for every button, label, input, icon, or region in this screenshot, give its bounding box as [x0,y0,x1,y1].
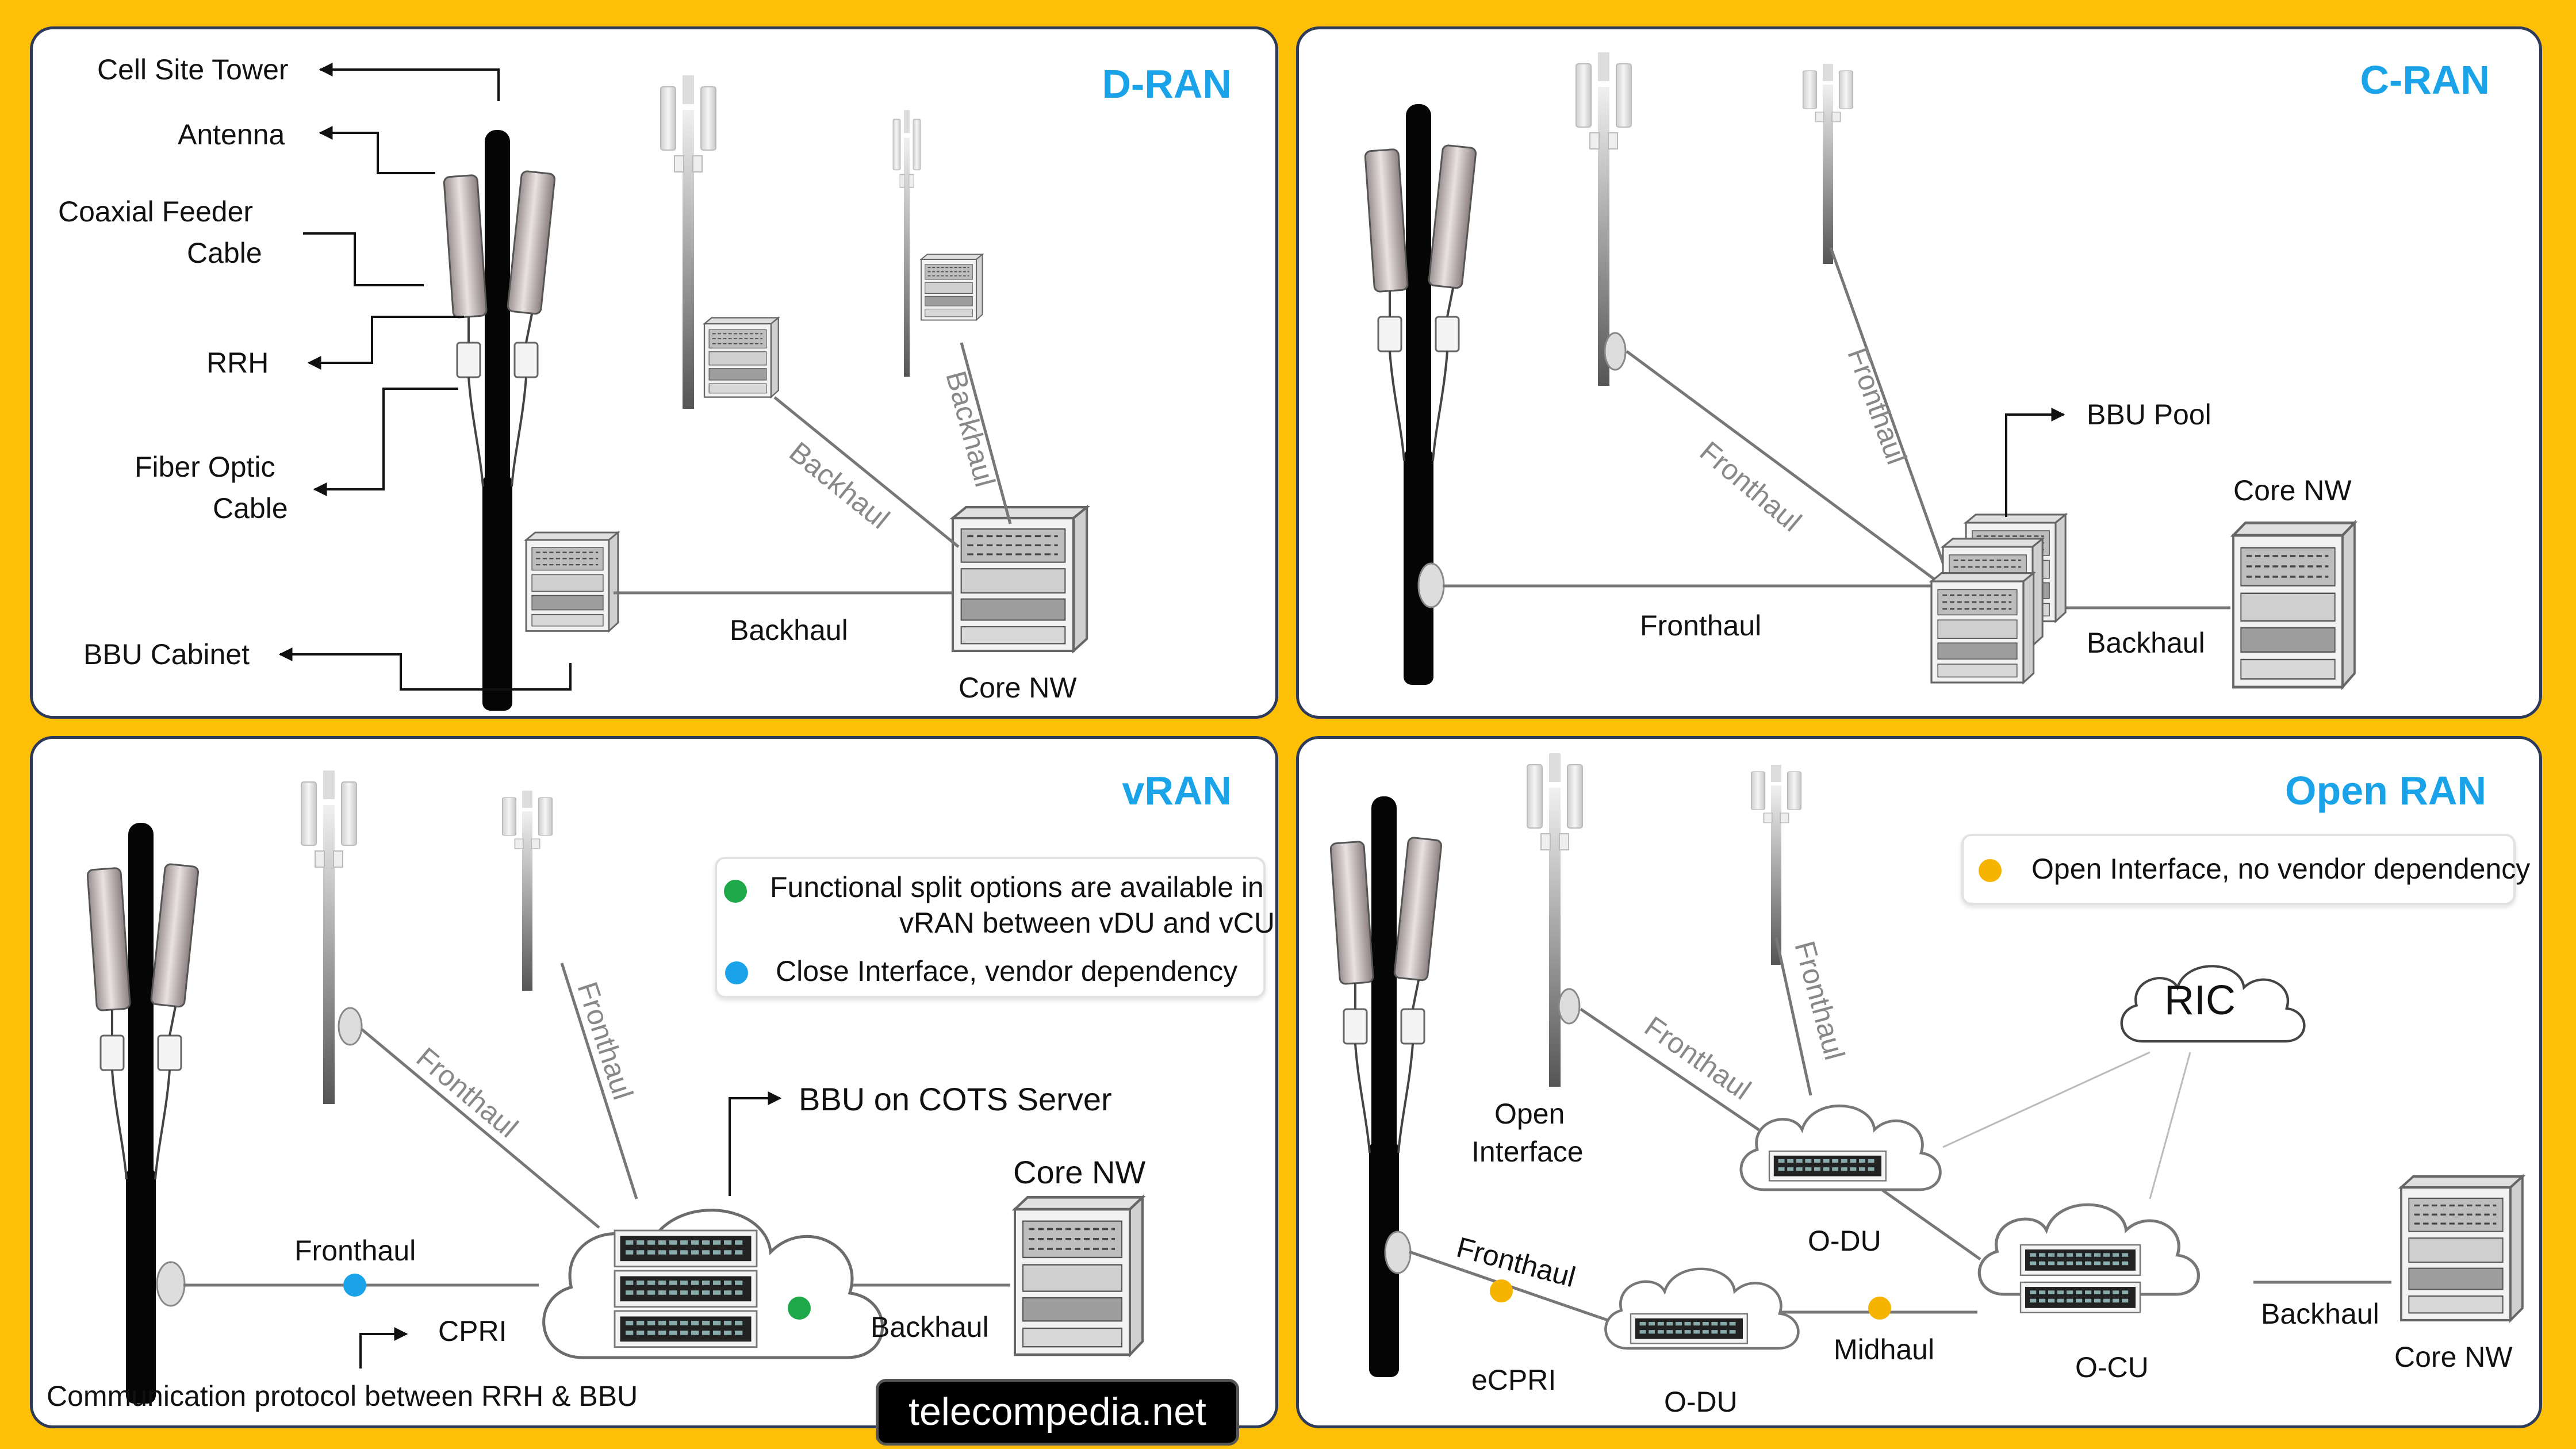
rrh-icon [1604,332,1627,371]
label-core-nw: Core NW [2233,474,2352,507]
brand-watermark: telecompedia.net [876,1379,1239,1446]
cell-site-tower-icon [1329,795,1443,1378]
server-icon [1631,1314,1747,1343]
label-fronthaul: Fronthaul [294,1235,416,1267]
bbu-cabinet-icon [525,531,619,632]
label-antenna: Antenna [178,118,285,151]
legend-functional-split-line2: vRAN between vDU and vCU [899,907,1275,939]
ghost-tower-icon [1750,764,1802,965]
rrh-icon [1558,988,1581,1025]
vran-legend: Functional split options are available i… [715,857,1275,998]
dran-panel: D-RAN Cell Site Tower Antenna Coaxial Fe… [30,26,1278,719]
label-fiber-optic-line2: Cable [213,492,288,524]
label-backhaul: Backhaul [871,1311,989,1343]
label-communication-protocol: Communication protocol between RRH & BBU [47,1380,638,1412]
panel-title: Open RAN [2285,768,2486,813]
label-coax-feeder-line2: Cable [187,237,262,269]
cran-panel: C-RAN Fronthaul Fronthaul Fronthaul BBU … [1296,26,2542,719]
label-core-nw: Core NW [1013,1154,1146,1190]
panel-title: vRAN [1122,768,1232,813]
label-backhaul: Backhaul [2261,1298,2379,1330]
label-rrh: RRH [206,347,269,379]
legend-open-interface: Open Interface, no vendor dependency [2031,853,2531,885]
label-open-interface-line2: Interface [1471,1136,1584,1168]
blue-dot-icon [725,961,748,984]
rrh-icon [338,1007,363,1046]
rrh-icon [1417,562,1445,608]
label-backhaul: Backhaul [730,614,848,646]
label-bbu-cabinet: BBU Cabinet [83,638,250,670]
oran-diagram [1329,753,2542,1378]
panel-title: D-RAN [1102,62,1232,106]
ghost-tower-icon [1575,52,1632,386]
ghost-tower-icon [1802,63,1854,264]
label-midhaul: Midhaul [1834,1333,1935,1366]
bbu-cabinet-icon [703,317,779,398]
label-fronthaul: Fronthaul [1640,610,1762,642]
rrh-icon [1384,1230,1412,1274]
label-odu: O-DU [1808,1225,1881,1257]
label-ric: RIC [2164,977,2236,1023]
blue-dot-icon [343,1274,366,1297]
label-bbu-on-cots-server: BBU on COTS Server [799,1081,1112,1117]
server-icon [615,1230,757,1267]
label-core-nw: Core NW [2394,1341,2513,1373]
core-nw-cabinet-icon [2401,1176,2523,1320]
server-icon [615,1271,757,1307]
vran-panel: vRAN Functional split options are availa… [30,736,1278,1428]
label-coax-feeder-line1: Coaxial Feeder [58,195,254,228]
label-ecpri: eCPRI [1471,1364,1557,1396]
legend-close-interface: Close Interface, vendor dependency [776,955,1238,987]
label-bbu-pool: BBU Pool [2087,398,2211,431]
core-nw-cabinet-icon [953,507,1087,651]
vran-diagram [86,770,1278,1405]
green-dot-icon [788,1297,811,1320]
ghost-tower-icon [892,109,921,378]
ghost-tower-icon [501,790,553,991]
ghost-tower-icon [301,770,357,1105]
server-icon [615,1311,757,1347]
label-ocu: O-CU [2075,1351,2149,1383]
orange-dot-icon [1490,1279,1513,1302]
core-nw-cabinet-icon [1015,1197,1143,1355]
label-odu: O-DU [1664,1386,1738,1418]
green-dot-icon [724,880,747,903]
label-backhaul: Backhaul [2087,627,2205,659]
server-icon [2021,1245,2140,1275]
label-cell-site-tower: Cell Site Tower [97,53,289,86]
label-open-interface-line1: Open [1494,1098,1565,1130]
label-cpri: CPRI [438,1315,507,1347]
legend-functional-split-line1: Functional split options are available i… [770,871,1264,903]
oran-legend: Open Interface, no vendor dependency [1961,834,2530,905]
label-fiber-optic-line1: Fiber Optic [135,451,275,483]
cran-diagram [1363,52,2542,719]
panel-title: C-RAN [2360,57,2490,102]
label-core-nw: Core NW [959,672,1077,704]
dran-diagram [278,63,1278,712]
orange-dot-icon [1979,859,2002,882]
rrh-icon [156,1261,186,1307]
orange-dot-icon [1868,1297,1891,1320]
bbu-pool-cabinet-icon [1930,572,2035,684]
bbu-cabinet-icon [921,254,983,321]
oran-panel: Open RAN Open Interface, no vendor depen… [1296,736,2542,1428]
cell-site-tower-icon [86,822,200,1405]
server-icon [2021,1282,2140,1313]
server-icon [1769,1151,1886,1180]
ghost-tower-icon [1527,753,1583,1087]
core-nw-cabinet-icon [2233,523,2355,687]
